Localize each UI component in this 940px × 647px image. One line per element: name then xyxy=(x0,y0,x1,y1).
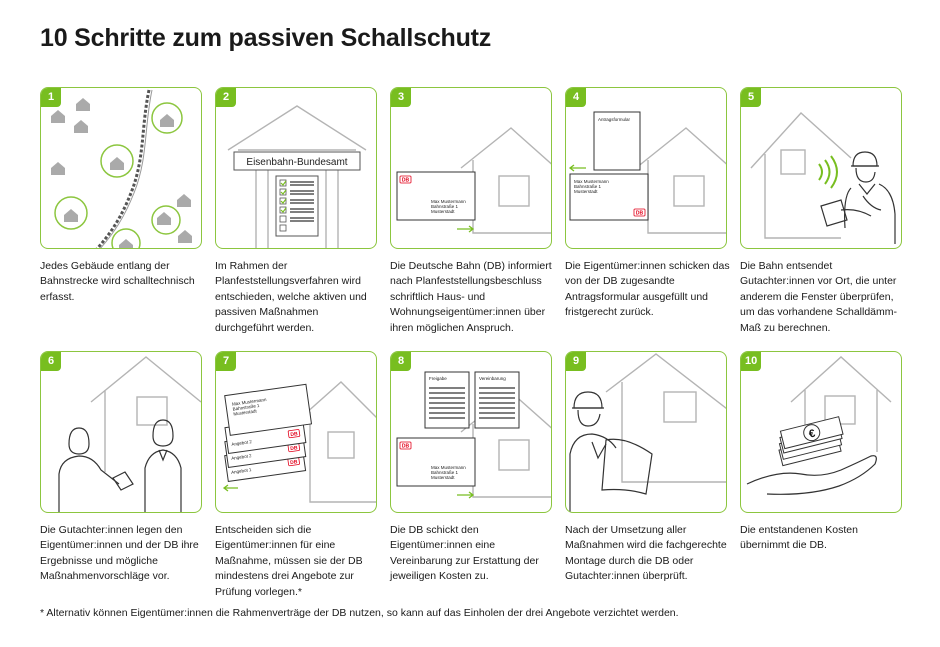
address-line-3: Musterstadt xyxy=(431,209,455,214)
address-line-1: Max Mustermann xyxy=(574,179,609,184)
offers-illustration: Angebot 1 DB Angebot 2 DB Angebot 2 DB M… xyxy=(222,381,376,503)
step-8-number: 8 xyxy=(391,352,411,371)
step-8-panel: 8 Freigabe Vereinbarung DB Max Musterman… xyxy=(390,351,552,513)
railway-houses-illustration xyxy=(51,89,192,248)
step-7-number: 7 xyxy=(216,352,236,371)
doc-freigabe-title: Freigabe xyxy=(429,376,447,381)
step-4-number: 4 xyxy=(566,88,586,107)
doc-vereinbarung-title: Vereinbarung xyxy=(479,376,506,381)
form-title: Antragsformular xyxy=(598,117,631,122)
step-3-panel: 3 DB Max Mustermann Bahnstraße 1 Musters… xyxy=(390,87,552,249)
step-10-number: 10 xyxy=(741,352,762,371)
agency-sign-text: Eisenbahn-Bundesamt xyxy=(246,157,347,168)
step-5-text: Die Bahn entsendet Gutachter:innen vor O… xyxy=(740,260,897,334)
step-10-text: Die entstandenen Kosten übernimmt die DB… xyxy=(740,524,858,552)
address-line-1: Max Mustermann xyxy=(431,199,466,204)
step-9-number: 9 xyxy=(566,352,586,371)
db-logo: DB xyxy=(290,459,298,466)
step-7-panel: 7 Angebot 1 DB Angebot 2 DB Angebot 2 DB… xyxy=(215,351,377,513)
offer-label-2: Angebot 2 xyxy=(231,453,253,461)
inspector-measuring-illustration xyxy=(750,112,896,244)
step-4-text: Die Eigentümer:innen schicken das von de… xyxy=(565,260,730,319)
address-line-1: Max Mustermann xyxy=(232,397,268,407)
agency-building-illustration: Eisenbahn-Bundesamt xyxy=(227,105,367,248)
address-line-2: Bahnstraße 1 xyxy=(574,184,602,189)
step-6-text: Die Gutachter:innen legen den Eigentümer… xyxy=(40,524,199,583)
db-logo: DB xyxy=(636,211,644,217)
step-1-text: Jedes Gebäude entlang der Bahnstrecke wi… xyxy=(40,260,195,303)
db-logo: DB xyxy=(402,444,410,450)
agreement-illustration: Freigabe Vereinbarung DB Max Mustermann … xyxy=(396,371,551,499)
step-2-text: Im Rahmen der Planfeststellungsverfahren… xyxy=(215,260,367,334)
page-title: 10 Schritte zum passiven Schallschutz xyxy=(40,24,492,52)
address-line-3: Musterstadt xyxy=(233,408,258,416)
step-4-panel: 4 Antragsformular Max Mustermann Bahnstr… xyxy=(565,87,727,249)
step-10-panel: 10 € xyxy=(740,351,902,513)
step-9-text: Nach der Umsetzung aller Maßnahmen wird … xyxy=(565,524,727,583)
euro-icon: € xyxy=(808,428,817,441)
db-logo: DB xyxy=(290,431,298,438)
step-8-text: Die DB schickt den Eigentümer:innen eine… xyxy=(390,524,539,583)
db-logo: DB xyxy=(290,445,298,452)
footnote: * Alternativ können Eigentümer:innen die… xyxy=(40,607,679,619)
inspection-illustration xyxy=(569,353,726,512)
step-2-number: 2 xyxy=(216,88,236,107)
address-line-2: Bahnstraße 1 xyxy=(431,470,459,475)
step-9-panel: 9 xyxy=(565,351,727,513)
address-line-3: Musterstadt xyxy=(574,189,598,194)
step-5-panel: 5 xyxy=(740,87,902,249)
consultation-illustration xyxy=(58,356,201,512)
form-return-illustration: Antragsformular Max Mustermann Bahnstraß… xyxy=(568,111,726,234)
step-6-number: 6 xyxy=(41,352,61,371)
step-6-panel: 6 xyxy=(40,351,202,513)
address-line-3: Musterstadt xyxy=(431,475,455,480)
address-line-2: Bahnstraße 1 xyxy=(431,204,459,209)
address-line-1: Max Mustermann xyxy=(431,465,466,470)
step-1-panel: 1 xyxy=(40,87,202,249)
step-1-number: 1 xyxy=(41,88,61,107)
step-5-number: 5 xyxy=(741,88,761,107)
step-3-text: Die Deutsche Bahn (DB) informiert nach P… xyxy=(390,260,552,334)
step-3-number: 3 xyxy=(391,88,411,107)
address-line-2: Bahnstraße 1 xyxy=(232,403,260,412)
offer-label-3: Angebot 1 xyxy=(231,467,253,475)
db-letter-illustration: DB Max Mustermann Bahnstraße 1 Mustersta… xyxy=(396,127,551,234)
reimbursement-illustration: € xyxy=(746,356,892,495)
step-2-panel: 2 Eisenbahn-Bundesamt xyxy=(215,87,377,249)
offer-label-1: Angebot 2 xyxy=(231,439,253,447)
db-logo: DB xyxy=(402,178,410,184)
step-7-text: Entscheiden sich die Eigentümer:innen fü… xyxy=(215,524,363,598)
